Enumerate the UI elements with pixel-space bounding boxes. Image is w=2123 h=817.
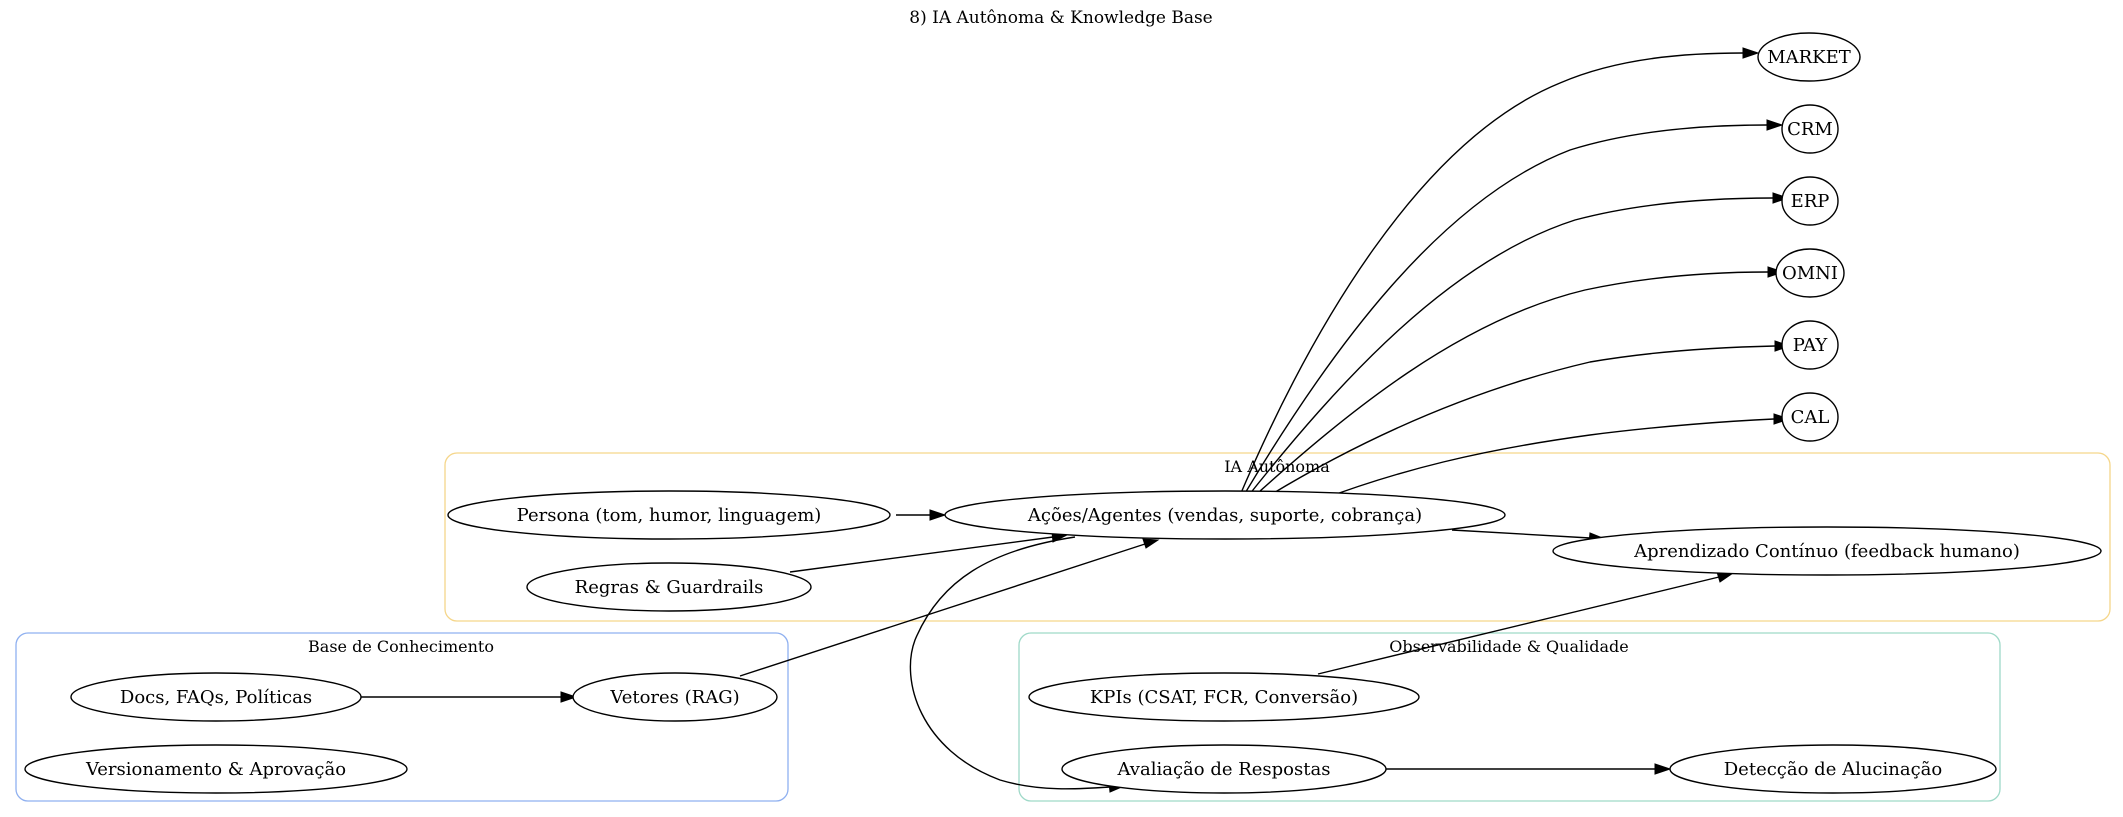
cluster-obs-box — [1018, 632, 2001, 802]
edge-acoes-crm — [1240, 124, 1768, 501]
edge-acoes-omni — [1249, 271, 1769, 501]
edge-acoes-market-arrow — [1742, 47, 1760, 59]
edge-acoes-avaliacao — [909, 536, 1111, 790]
node-cal-label: CAL — [1791, 407, 1830, 428]
node-persona-shape — [447, 490, 891, 540]
node-crm[interactable]: CRM — [1781, 104, 1839, 154]
node-market-shape — [1757, 32, 1861, 82]
node-erp[interactable]: ERP — [1781, 176, 1839, 226]
node-versionamento-label: Versionamento & Aprovação — [85, 759, 346, 780]
edge-acoes-erp — [1244, 197, 1774, 501]
node-pay-shape — [1781, 320, 1839, 370]
node-regras-shape — [526, 562, 812, 612]
node-regras-label: Regras & Guardrails — [575, 577, 764, 598]
node-acoes-label: Ações/Agentes (vendas, suporte, cobrança… — [1027, 505, 1422, 526]
node-deteccao-shape — [1669, 744, 1997, 794]
node-erp-label: ERP — [1791, 191, 1830, 212]
node-deteccao-label: Detecção de Alucinação — [1724, 759, 1942, 780]
node-pay[interactable]: PAY — [1781, 320, 1839, 370]
node-aprendizado-shape — [1552, 526, 2102, 576]
node-market[interactable]: MARKET — [1757, 32, 1861, 82]
cluster-base-conhecimento: Base de Conhecimento — [15, 632, 789, 802]
edge-acoes-erp-arrow — [1772, 192, 1790, 204]
node-vetores[interactable]: Vetores (RAG) — [572, 672, 778, 722]
cluster-kb-box — [15, 632, 789, 802]
edge-acoes-market — [1237, 52, 1744, 501]
edge-vetores-acoes — [739, 543, 1146, 677]
node-vetores-shape — [572, 672, 778, 722]
node-versionamento[interactable]: Versionamento & Aprovação — [24, 744, 408, 794]
node-docs-shape — [70, 672, 362, 722]
node-kpis-shape — [1028, 672, 1420, 722]
node-acoes[interactable]: Ações/Agentes (vendas, suporte, cobrança… — [944, 490, 1506, 540]
node-omni[interactable]: OMNI — [1775, 248, 1845, 298]
node-cal-shape — [1781, 392, 1839, 442]
cluster-obs-label: Observabilidade & Qualidade — [1389, 637, 1628, 656]
node-aprendizado-label: Aprendizado Contínuo (feedback humano) — [1633, 541, 2020, 562]
cluster-ia-box — [444, 452, 2111, 622]
edges — [361, 47, 1792, 793]
edge-docs-vetores-arrow — [560, 691, 578, 703]
edge-kpis-aprendizado — [1317, 576, 1720, 675]
node-avaliacao-label: Avaliação de Respostas — [1117, 759, 1331, 780]
edge-avaliacao-deteccao-arrow — [1654, 763, 1672, 775]
node-aprendizado[interactable]: Aprendizado Contínuo (feedback humano) — [1552, 526, 2102, 576]
edge-vetores-acoes-arrow — [1142, 538, 1160, 549]
node-crm-shape — [1781, 104, 1839, 154]
edge-acoes-crm-arrow — [1766, 119, 1784, 131]
node-docs[interactable]: Docs, FAQs, Políticas — [70, 672, 362, 722]
node-persona[interactable]: Persona (tom, humor, linguagem) — [447, 490, 891, 540]
edge-acoes-cal — [1319, 418, 1775, 501]
diagram-title: 8) IA Autônoma & Knowledge Base — [909, 8, 1213, 28]
edge-persona-acoes-arrow — [929, 509, 947, 521]
edge-acoes-aprendizado — [1451, 529, 1591, 539]
node-avaliacao-shape — [1061, 744, 1387, 794]
node-acoes-shape — [944, 490, 1506, 540]
node-pay-label: PAY — [1793, 335, 1829, 356]
edge-regras-acoes — [789, 536, 1054, 573]
node-crm-label: CRM — [1787, 119, 1833, 140]
node-avaliacao[interactable]: Avaliação de Respostas — [1061, 744, 1387, 794]
node-erp-shape — [1781, 176, 1839, 226]
node-kpis[interactable]: KPIs (CSAT, FCR, Conversão) — [1028, 672, 1420, 722]
node-deteccao[interactable]: Detecção de Alucinação — [1669, 744, 1997, 794]
node-kpis-label: KPIs (CSAT, FCR, Conversão) — [1090, 687, 1358, 708]
cluster-kb-label: Base de Conhecimento — [308, 637, 494, 656]
node-vetores-label: Vetores (RAG) — [609, 687, 739, 708]
node-versionamento-shape — [24, 744, 408, 794]
node-market-label: MARKET — [1767, 47, 1851, 68]
node-cal[interactable]: CAL — [1781, 392, 1839, 442]
node-persona-label: Persona (tom, humor, linguagem) — [517, 505, 822, 526]
node-regras[interactable]: Regras & Guardrails — [526, 562, 812, 612]
edge-acoes-pay — [1261, 345, 1776, 501]
node-docs-label: Docs, FAQs, Políticas — [120, 687, 312, 708]
node-omni-label: OMNI — [1782, 263, 1838, 284]
node-omni-shape — [1775, 248, 1845, 298]
